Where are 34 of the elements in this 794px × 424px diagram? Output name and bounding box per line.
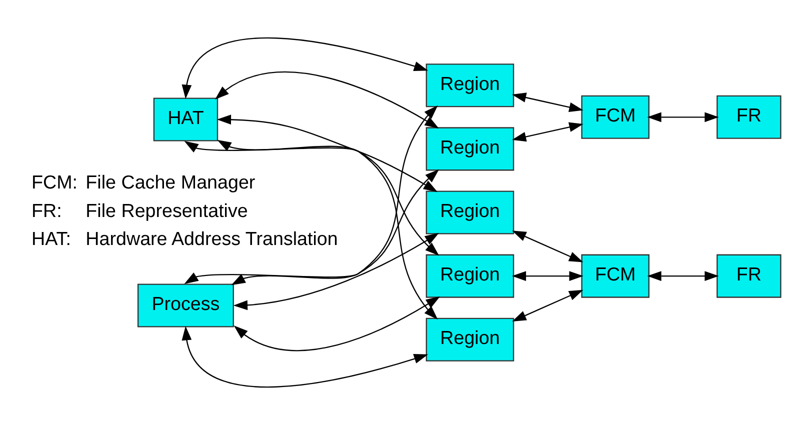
node-box: FCM [581,254,650,298]
label: File Representative [86,199,248,220]
arrow [214,71,439,128]
arrow [512,230,584,262]
node-box: Region [426,190,514,234]
label: FR: [32,199,62,220]
arrow [512,122,584,142]
arrow [512,289,584,321]
arrow [512,270,584,280]
label: File Cache Manager [86,171,256,192]
node-box: Region [426,254,514,298]
arrow [184,140,438,320]
arrow [182,326,428,387]
label: HAT: [32,228,71,249]
node-box: Region [426,63,514,107]
node-box: HAT [153,97,218,141]
arrow [233,232,439,310]
arrow [234,296,440,350]
arrow [216,114,438,192]
node-box: FR [716,94,782,138]
label: FCM: [32,171,78,192]
arrow [184,104,438,284]
arrow [647,270,719,280]
node-box: Region [426,126,514,170]
arrow [647,112,719,122]
node-box: Region [426,317,514,361]
arrow [231,168,440,285]
label: Hardware Address Translation [86,228,338,249]
node-box: Process [137,283,234,327]
node-box: FR [716,254,782,298]
node-box: FCM [581,94,650,138]
arrow [512,92,584,112]
arrow [217,139,440,256]
arrow [182,37,428,98]
